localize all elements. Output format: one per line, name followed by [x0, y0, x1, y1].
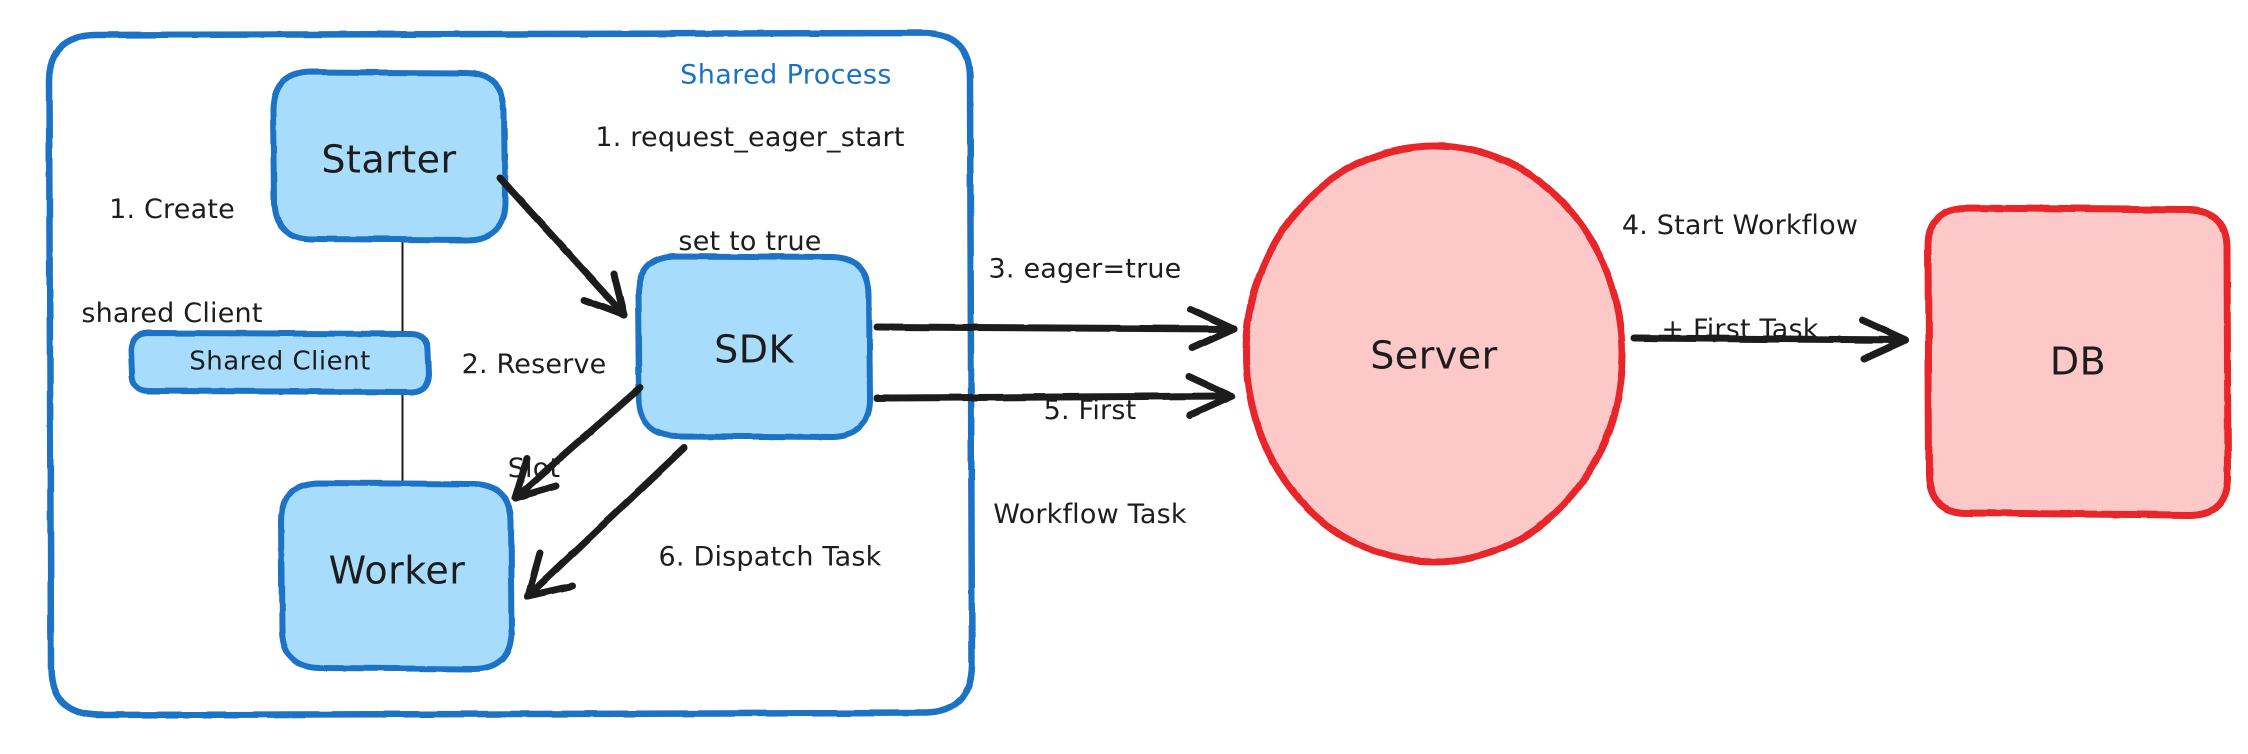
- node-sdk[interactable]: [634, 252, 874, 441]
- arrow-server-to-sdk: [873, 372, 1236, 419]
- line-shared-client-worker: [399, 389, 406, 486]
- arrow-starter-to-sdk: [496, 174, 628, 319]
- node-db[interactable]: [1924, 204, 2232, 519]
- arrow-sdk-to-server: [873, 305, 1238, 352]
- node-starter[interactable]: [269, 68, 509, 244]
- arrow-sdk-to-worker-reserve: [511, 384, 644, 502]
- arrow-server-to-db: [1630, 316, 1910, 363]
- arrow-sdk-to-worker-dispatch: [524, 444, 688, 600]
- node-shared-client[interactable]: [127, 329, 433, 396]
- line-starter-shared-client: [399, 237, 406, 336]
- node-server[interactable]: [1242, 142, 1626, 566]
- node-worker[interactable]: [277, 479, 516, 673]
